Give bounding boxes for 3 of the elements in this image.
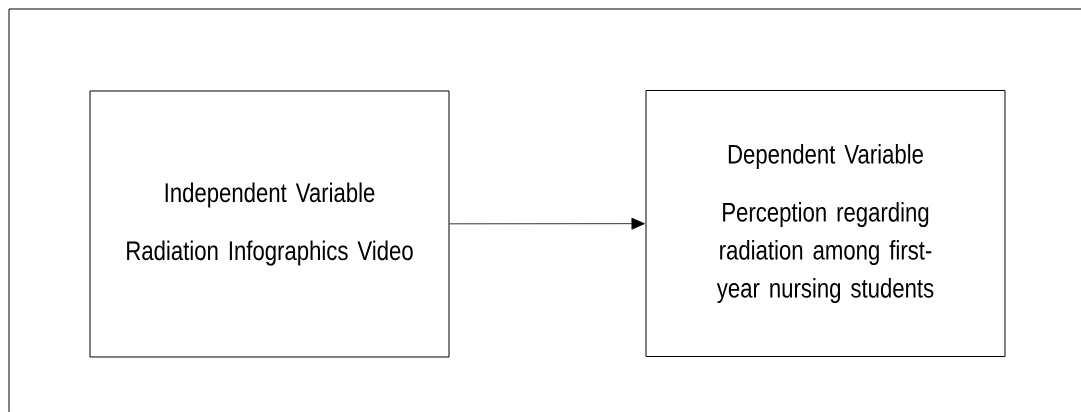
variable-box: Dependent Variable Perception regarding radiation among first-year nursing students <box>645 90 1006 357</box>
arrow <box>449 217 645 230</box>
variable-box: Independent Variable Radiation Infographics Video <box>89 90 450 358</box>
